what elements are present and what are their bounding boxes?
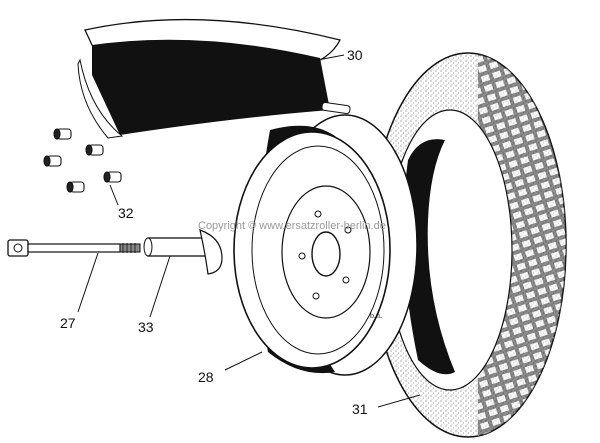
leader-32: [109, 184, 119, 206]
tyre: [369, 52, 567, 438]
inner-tube: [77, 18, 351, 139]
leader-lines: [77, 54, 421, 408]
leader-30: [317, 54, 345, 61]
wheel-nuts: [43, 128, 122, 193]
leader-31: [377, 394, 421, 408]
wheel-axle-bolt: [7, 239, 141, 257]
wheel-rim: [233, 114, 418, 376]
callout-32: 32: [118, 205, 134, 221]
leader-33: [149, 255, 171, 318]
artist-stamp: b.n.: [370, 311, 382, 320]
leader-27: [77, 252, 99, 313]
callout-27: 27: [60, 315, 76, 331]
callout-31: 31: [352, 401, 368, 417]
leader-28: [224, 351, 263, 371]
axle-spacer-sleeve: [143, 229, 223, 275]
callout-33: 33: [138, 319, 154, 335]
copyright-watermark: Copyright © www.ersatzroller-berlin.de: [198, 220, 386, 232]
callout-28: 28: [198, 369, 214, 385]
callout-30: 30: [347, 47, 363, 63]
